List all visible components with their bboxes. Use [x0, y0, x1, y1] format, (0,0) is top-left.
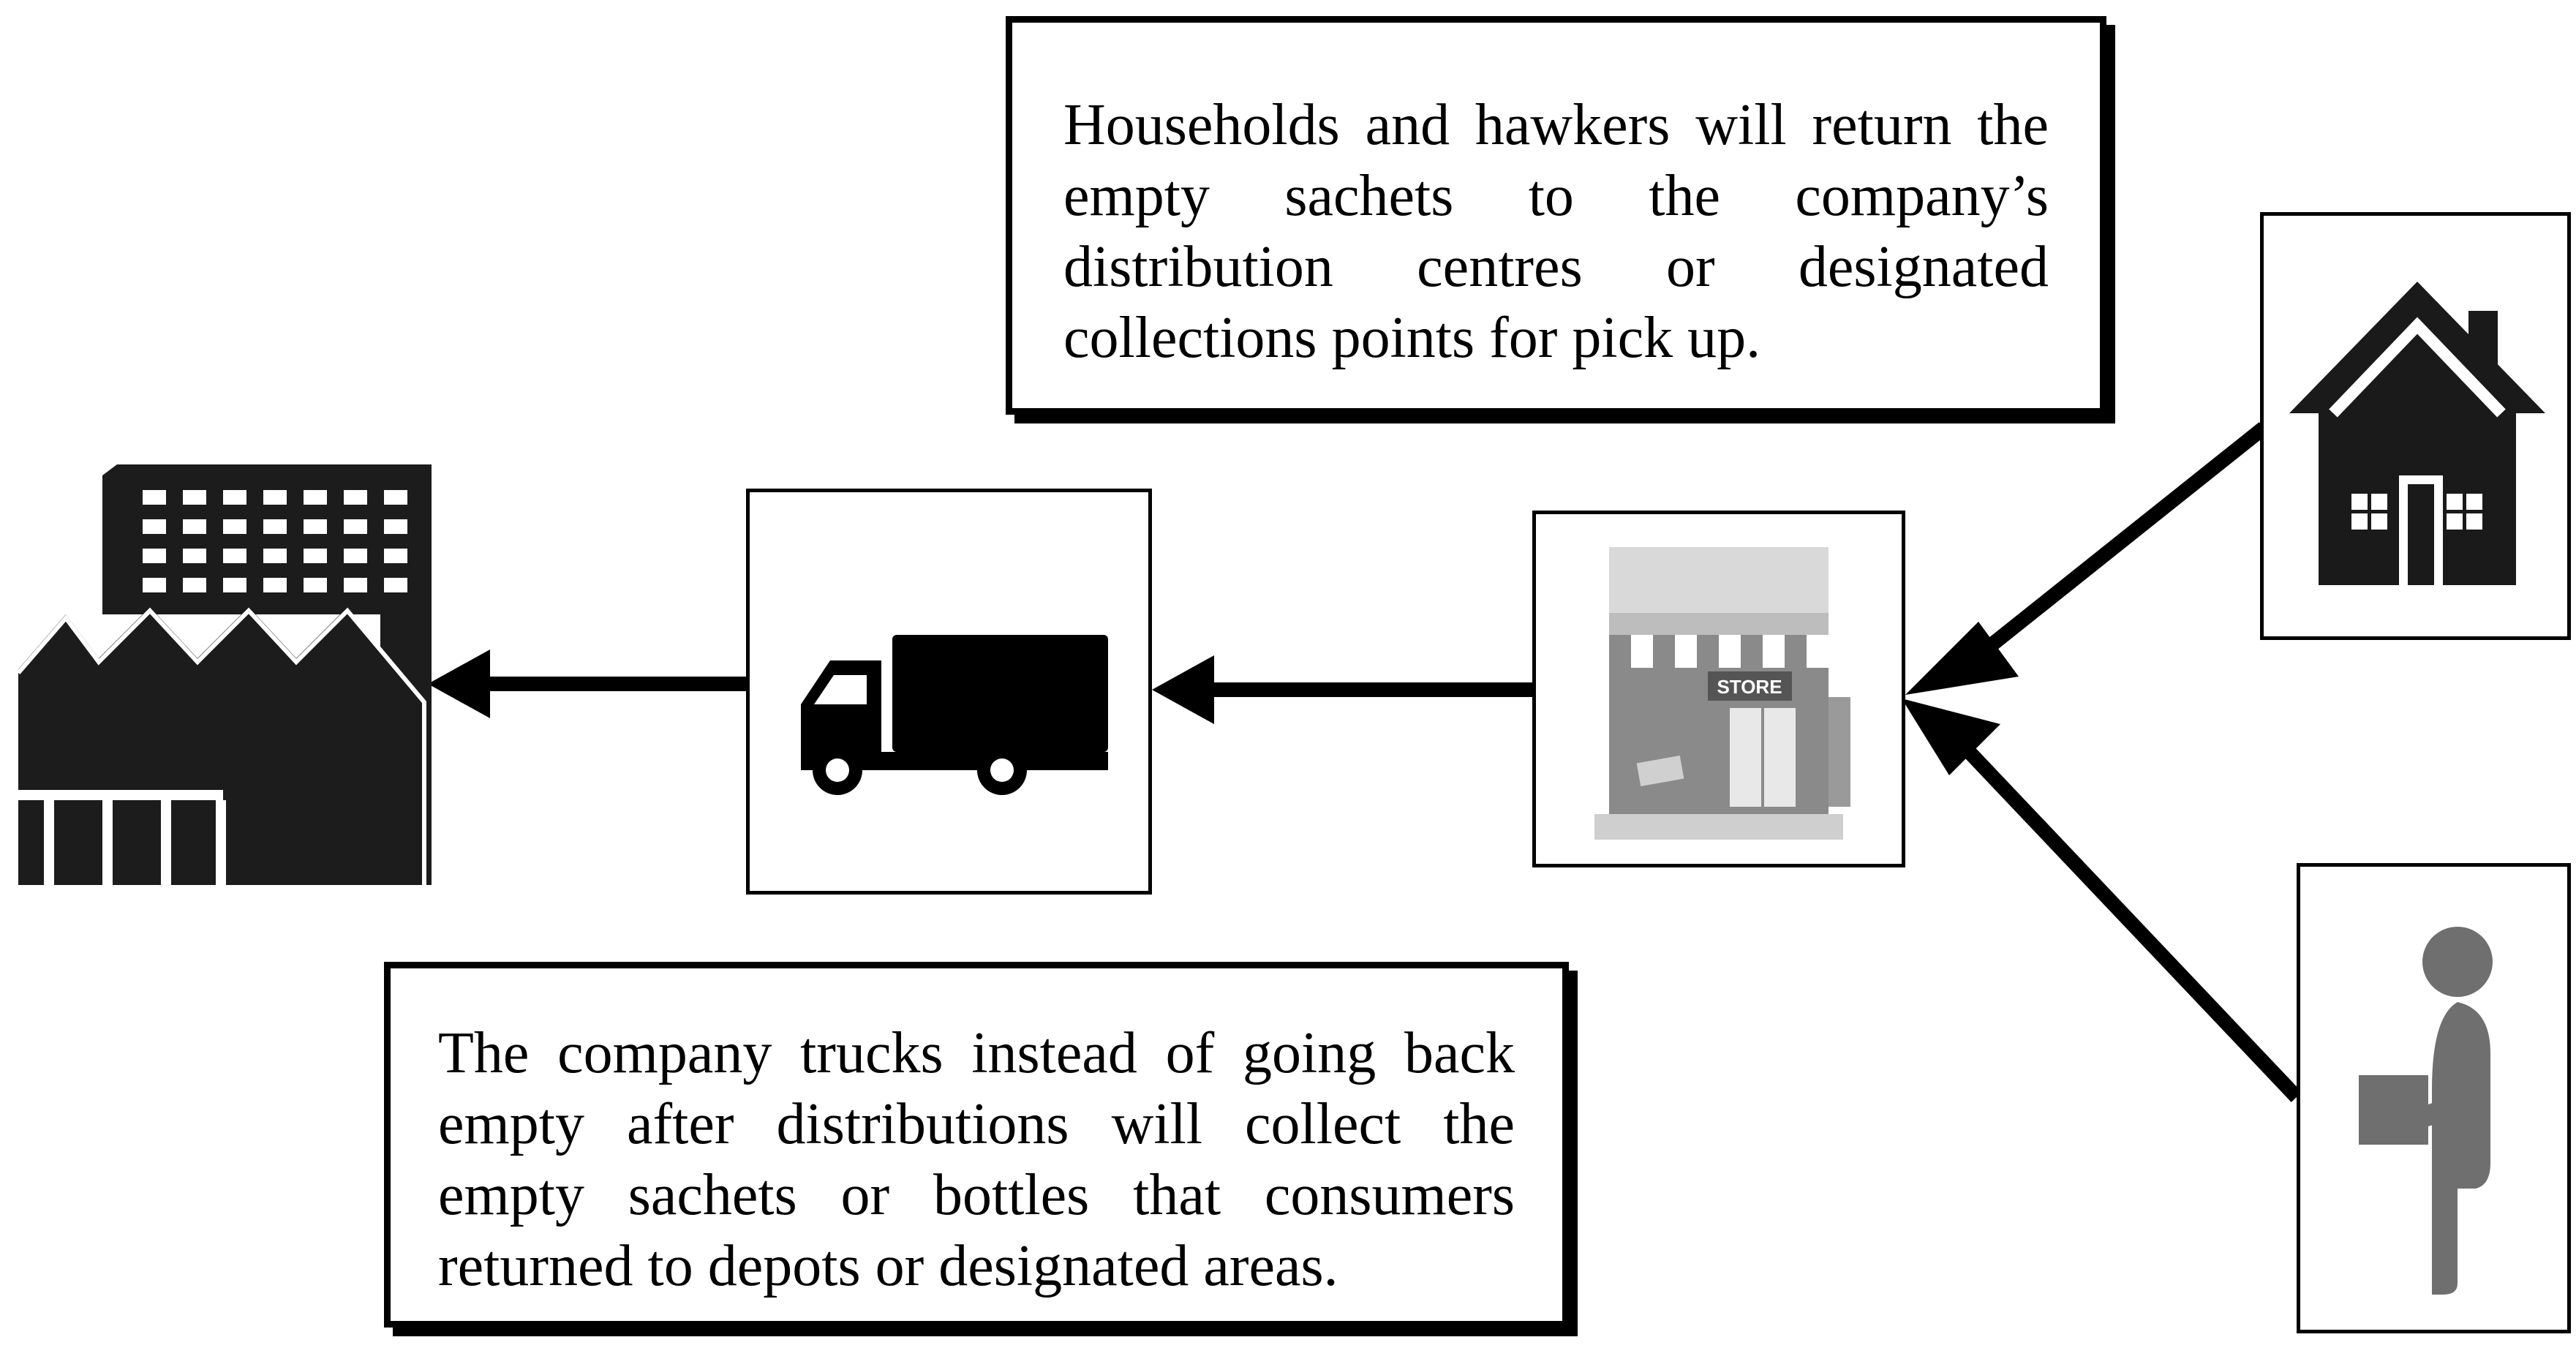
truck-icon [801, 635, 1108, 795]
arrow-house-to-store [1970, 422, 2269, 664]
arrow-hawker-to-store [1954, 737, 2302, 1102]
store-node: STORE [1532, 511, 1905, 867]
store-sign-text: STORE [1717, 676, 1782, 698]
truck-note-box: The company trucks instead of going back… [384, 962, 1569, 1328]
house-icon [2289, 282, 2545, 585]
arrowhead-truck [1152, 655, 1214, 724]
truck-note-text: The company trucks instead of going back… [438, 1021, 1515, 1298]
return-note-box: Households and hawkers will return the e… [1006, 16, 2106, 415]
factory-icon [15, 461, 435, 892]
store-icon: STORE [1594, 547, 1850, 840]
arrowhead-store-lower [1902, 699, 2000, 775]
arrowhead-factory [428, 649, 490, 718]
return-note-text: Households and hawkers will return the e… [1063, 93, 2049, 370]
house-node [2260, 212, 2571, 640]
arrowhead-store-upper [1905, 622, 2019, 695]
truck-node [746, 489, 1152, 895]
hawker-node [2297, 863, 2571, 1333]
hawker-icon [2359, 927, 2493, 1295]
